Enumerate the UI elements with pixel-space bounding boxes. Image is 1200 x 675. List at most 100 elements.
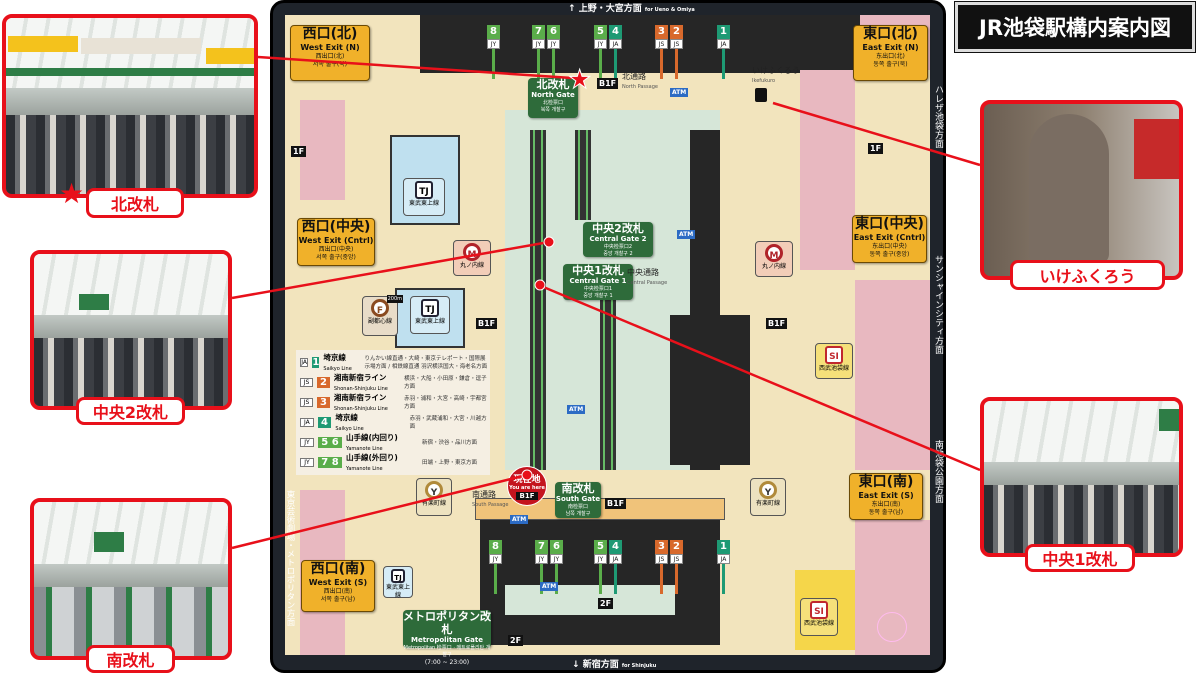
callout-line-north xyxy=(257,55,573,80)
gate-name-en: Central Gate 1 xyxy=(569,277,627,285)
photo-central-gate-2 xyxy=(30,250,232,410)
line-name: 東武東上線 xyxy=(408,200,439,207)
exit-east-central: 東口(中央)East Exit (Cntrl)东出口(中央)동쪽 출구(중앙) xyxy=(852,215,927,263)
caption-north-gate: ★北改札 xyxy=(59,177,184,218)
platform-number: 5 xyxy=(594,25,607,39)
destination: りんかい線直通・大崎・東京テレポート・国際展示場方面 / 相鉄線直通 羽沢横浜国… xyxy=(364,356,488,370)
line-name-ja: 湘南新宿ライン xyxy=(333,373,387,382)
direction-minami-ikebukuro: 南池袋公園方面 xyxy=(933,440,943,503)
direction-label: 上野・大宮方面 xyxy=(578,4,642,14)
line-code: JS xyxy=(300,377,314,387)
exit-name-zh: 西出口(南) xyxy=(323,588,353,595)
track-line xyxy=(494,564,497,594)
gate-name-ko: 중앙 개찰구 1 xyxy=(583,293,613,299)
caption-ikefukuro: いけふくろう xyxy=(1010,260,1165,290)
line-code: JY xyxy=(532,39,545,49)
passage-name: 中央通路 xyxy=(627,268,659,277)
destination: 田端・上野・東京方面 xyxy=(422,460,478,466)
line-code: JY xyxy=(535,554,548,564)
line-code: JY xyxy=(489,554,502,564)
gate-name: 南改札 xyxy=(561,482,595,495)
line-name-ja: 山手線(外回り) xyxy=(346,453,398,462)
passage-name: 南通路 xyxy=(472,490,496,499)
location-dot-central1 xyxy=(534,279,546,291)
exit-name-en: West Exit (Cntrl) xyxy=(298,236,374,245)
platform-number: 2 xyxy=(670,25,683,39)
ikefukuro-statue-icon xyxy=(755,88,767,102)
atm-icon: ATM xyxy=(540,582,559,591)
exit-name: 東口(中央) xyxy=(855,216,924,232)
tobu-line-icon: TJ xyxy=(415,181,433,199)
line-code: JY xyxy=(594,39,607,49)
atm-icon: ATM xyxy=(567,405,586,414)
gate-name-zh: 南检票口 xyxy=(567,504,588,510)
line-name: 山手線(外回り)Yamanote Line xyxy=(346,452,418,472)
direction-label: 新宿方面 xyxy=(582,660,619,670)
track-line xyxy=(552,49,555,79)
line-name: 有楽町線 xyxy=(755,500,780,507)
platform-number: 1 xyxy=(312,356,320,368)
line-name-en: Shonan-Shinjuku Line xyxy=(333,406,388,412)
line-code: JY xyxy=(550,554,563,564)
line-name-en: Saikyo Line xyxy=(335,426,364,432)
photo-south-gate xyxy=(30,498,232,660)
floor-label: B1F xyxy=(766,318,788,329)
gate-name-zh: 中央检票口2 xyxy=(603,244,633,250)
line-name-en: Yamanote Line xyxy=(346,446,383,452)
platform-number: 3 xyxy=(655,540,668,554)
area-pink xyxy=(800,70,855,270)
floor-label: 1F xyxy=(868,143,884,154)
platform-number: 1 xyxy=(717,25,730,39)
platform-number: 3 xyxy=(655,25,668,39)
star-marker-icon: ★ xyxy=(568,65,591,95)
platform-number: 4 xyxy=(609,540,622,554)
gate-name: メトロポリタン改札 xyxy=(403,610,491,636)
line-code: JA xyxy=(609,554,622,564)
exit-name-en: East Exit (S) xyxy=(858,491,914,500)
track-line xyxy=(537,49,540,79)
line-code: JY xyxy=(300,457,314,467)
passage-name-en: North Passage xyxy=(622,84,658,90)
exit-name-en: East Exit (Cntrl) xyxy=(853,233,926,242)
you-are-here-label-en: You are here xyxy=(509,485,545,491)
track-line xyxy=(614,564,617,594)
platform-stairs xyxy=(575,130,591,220)
you-are-here-floor: B1F xyxy=(516,492,538,500)
photo-central-gate-1 xyxy=(980,397,1183,557)
gate-name: 中央2改札 xyxy=(592,222,644,235)
floor-label: 2F xyxy=(508,635,524,646)
platform-number: 4 xyxy=(609,25,622,39)
gate-name-zh: 北检票口 xyxy=(542,100,563,106)
caption-text: 南改札 xyxy=(106,651,155,670)
platform-number: 5 xyxy=(594,540,607,554)
line-code: JA xyxy=(609,39,622,49)
gate-name: 北改札 xyxy=(536,78,570,91)
line-code: JS xyxy=(300,397,314,407)
caption-central-gate-2: 中央2改札 xyxy=(76,397,185,425)
line-name: 東武東上線 xyxy=(414,318,445,325)
gate-name-zh: Metropolitan 检票口 · 메트로폴리탄 개찰구 xyxy=(403,645,491,658)
direction-hareza: ハレザ池袋方面 xyxy=(933,85,943,148)
callout-line-south xyxy=(231,473,528,550)
exit-name-zh: 西出口(中央) xyxy=(318,246,354,253)
platform-number: 3 xyxy=(317,396,330,408)
distance-badge: 200m xyxy=(386,295,403,303)
exit-east-north: 東口(北)East Exit (N)东出口(北)동쪽 출구(북) xyxy=(853,25,928,81)
